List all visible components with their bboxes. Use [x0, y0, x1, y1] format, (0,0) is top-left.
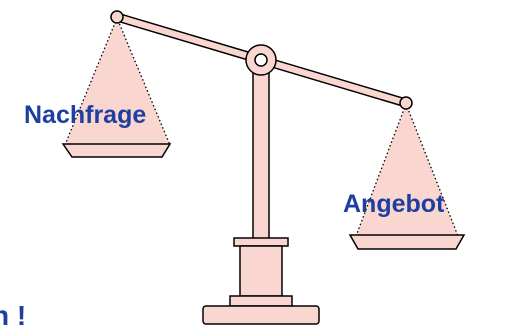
scale-column — [252, 69, 270, 243]
base-cap — [233, 237, 289, 247]
left-pan-cone — [64, 16, 171, 146]
base-foot — [202, 305, 320, 325]
cut-off-text: n ! — [0, 300, 27, 331]
demand-label: Nachfrage — [24, 101, 147, 129]
supply-label: Angebot — [343, 190, 445, 218]
base-body — [239, 245, 283, 297]
pivot-inner — [254, 53, 268, 67]
right-pan-dish — [348, 234, 466, 250]
left-beam-knob — [110, 10, 124, 24]
left-pan-dish — [61, 143, 172, 158]
right-beam-knob — [399, 96, 413, 110]
base-step — [229, 295, 293, 307]
